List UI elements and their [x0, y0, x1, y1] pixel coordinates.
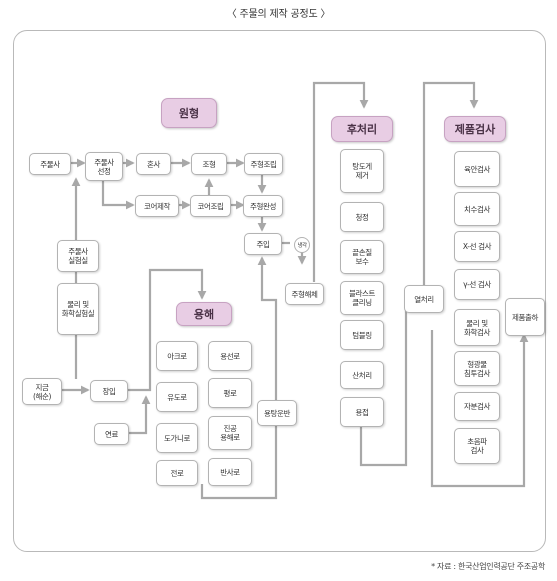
node-molding: 조형	[191, 153, 227, 175]
node-insp-penetrant: 형광물 침투검사	[454, 351, 500, 386]
node-insp-ultrasonic: 초음파 검사	[454, 428, 500, 464]
node-core-assembly: 코어조립	[190, 195, 231, 217]
node-post-welding: 용접	[340, 397, 384, 427]
node-post-pickling: 산처리	[340, 361, 384, 389]
node-insp-visual: 육안검사	[454, 151, 500, 187]
node-mixing: 혼사	[136, 153, 171, 175]
node-post-cleaning: 청정	[340, 202, 384, 232]
node-mold-assembly: 주형조립	[244, 153, 283, 175]
node-material: 지금 (해순)	[22, 378, 62, 405]
header-post-processing: 후처리	[331, 116, 393, 142]
node-mold-complete: 주형완성	[243, 195, 283, 217]
node-post-tumbling: 텀블링	[340, 320, 384, 350]
header-pattern: 원형	[161, 98, 217, 128]
node-insp-physchem: 물리 및 화학검사	[454, 309, 500, 346]
node-furnace-induction: 유도로	[156, 382, 198, 412]
header-melting: 용해	[176, 302, 232, 326]
node-insp-dimension: 치수검사	[454, 192, 500, 226]
node-furnace-vacuum: 진공 용해로	[208, 416, 252, 450]
node-insp-gamma: γ-선 검사	[454, 269, 500, 300]
node-heat-treatment: 열처리	[404, 285, 444, 313]
node-furnace-flat: 평로	[208, 378, 252, 408]
node-core-making: 코어제작	[135, 195, 179, 217]
node-furnace-reverb: 반사로	[208, 458, 252, 486]
node-furnace-arc: 아크로	[156, 341, 198, 371]
node-post-blast: 블라스트 클리닝	[340, 281, 384, 315]
node-sand-lab: 주물사 실험실	[57, 240, 99, 272]
node-furnace-electric: 전로	[156, 460, 198, 486]
diagram-title: 〈 주물의 제작 공정도 〉	[226, 9, 331, 20]
node-fuel: 연료	[94, 423, 129, 445]
node-shakeout: 주형해체	[285, 283, 324, 305]
node-post-gate-removal: 탕도게 제거	[340, 149, 384, 193]
node-shipping: 제품출하	[505, 298, 545, 336]
node-ladle: 용탕운반	[257, 400, 297, 426]
source-note: * 자료 : 한국산업인력공단 주조공학	[431, 562, 545, 571]
node-insp-xray: X-선 검사	[454, 231, 500, 262]
node-casting-sand: 주물사	[29, 153, 71, 175]
node-cooling: 냉각	[294, 237, 310, 253]
header-inspection: 제품검사	[444, 116, 506, 142]
node-post-repair: 끝손질 보수	[340, 240, 384, 274]
node-pouring: 주입	[244, 233, 282, 255]
node-furnace-cupola: 용선로	[208, 341, 252, 371]
node-sand-select: 주물사 선정	[85, 152, 123, 181]
node-phys-chem-lab: 물리 및 화학실험실	[57, 283, 99, 335]
node-furnace-crucible: 도가니로	[156, 423, 198, 453]
node-charging: 장입	[90, 380, 128, 402]
node-insp-magnetic: 자분검사	[454, 392, 500, 421]
